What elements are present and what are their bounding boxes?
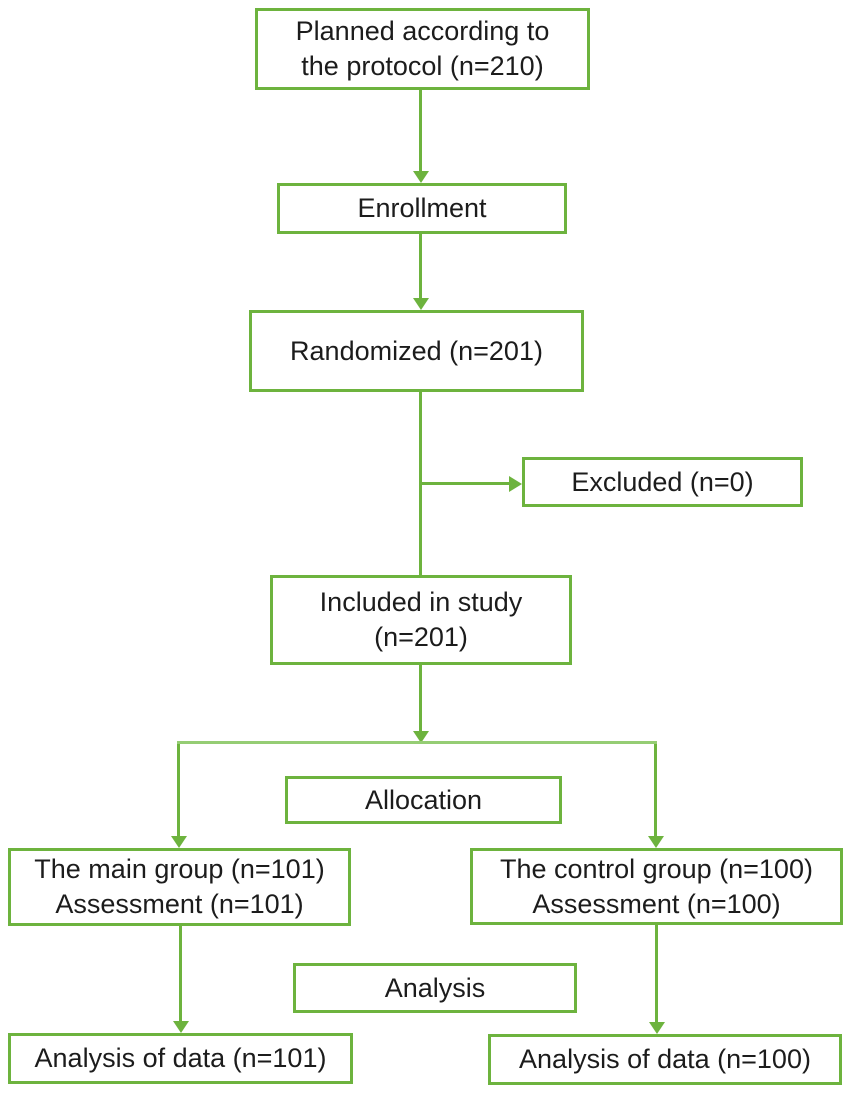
node-control-group-line1: The control group (n=100)	[500, 853, 813, 884]
node-included-in-study: Included in study (n=201)	[270, 575, 572, 665]
arrowhead-down-analysis-main	[173, 1021, 189, 1033]
arrowhead-down-control-group	[648, 836, 664, 848]
node-analysis-of-data-main: Analysis of data (n=101)	[8, 1033, 353, 1084]
node-excluded-label: Excluded (n=0)	[571, 466, 754, 497]
node-randomized-label: Randomized (n=201)	[290, 335, 543, 366]
node-included-line1: Included in study	[319, 587, 523, 617]
node-excluded: Excluded (n=0)	[522, 457, 803, 507]
connector-split-to-control-group	[654, 744, 657, 836]
connector-included-to-split	[419, 665, 422, 732]
node-enrollment-label: Enrollment	[357, 193, 487, 223]
node-analysis-main-label: Analysis of data (n=101)	[34, 1043, 327, 1073]
node-allocation-label: Allocation	[364, 784, 483, 815]
arrowhead-down-analysis-control	[649, 1022, 665, 1034]
connector-enrollment-to-randomized	[419, 234, 422, 299]
arrowhead-down-split	[413, 731, 429, 743]
node-analysis-control-label: Analysis of data (n=100)	[519, 1044, 811, 1074]
node-allocation: Allocation	[285, 776, 562, 824]
connector-branch-to-excluded	[420, 482, 510, 485]
node-included-line2: (n=201)	[374, 622, 468, 652]
arrowhead-down-randomized	[413, 298, 429, 310]
node-planned-line2: the protocol (n=210)	[301, 51, 544, 81]
connector-main-group-to-analysis	[179, 926, 182, 1021]
node-control-group: The control group (n=100) Assessment (n=…	[470, 848, 843, 925]
node-control-group-line2: Assessment (n=100)	[532, 888, 781, 919]
arrowhead-down-main-group	[171, 836, 187, 848]
node-randomized: Randomized (n=201)	[249, 310, 584, 392]
node-analysis-of-data-control: Analysis of data (n=100)	[488, 1034, 842, 1085]
node-main-group-line1: The main group (n=101)	[34, 854, 325, 884]
connector-planned-to-enrollment	[419, 90, 422, 172]
node-planned-line1: Planned according to	[295, 16, 550, 46]
arrowhead-down-enrollment	[413, 171, 429, 183]
node-main-group: The main group (n=101) Assessment (n=101…	[8, 848, 351, 926]
node-planned-protocol: Planned according to the protocol (n=210…	[255, 8, 590, 90]
node-main-group-line2: Assessment (n=101)	[55, 889, 304, 919]
arrowhead-right-excluded	[509, 476, 522, 492]
split-line-allocation	[177, 741, 657, 744]
node-analysis-label: Analysis	[384, 972, 486, 1003]
node-analysis: Analysis	[293, 963, 577, 1013]
connector-control-group-to-analysis	[655, 925, 658, 1022]
connector-split-to-main-group	[177, 744, 180, 836]
node-enrollment: Enrollment	[277, 183, 567, 234]
